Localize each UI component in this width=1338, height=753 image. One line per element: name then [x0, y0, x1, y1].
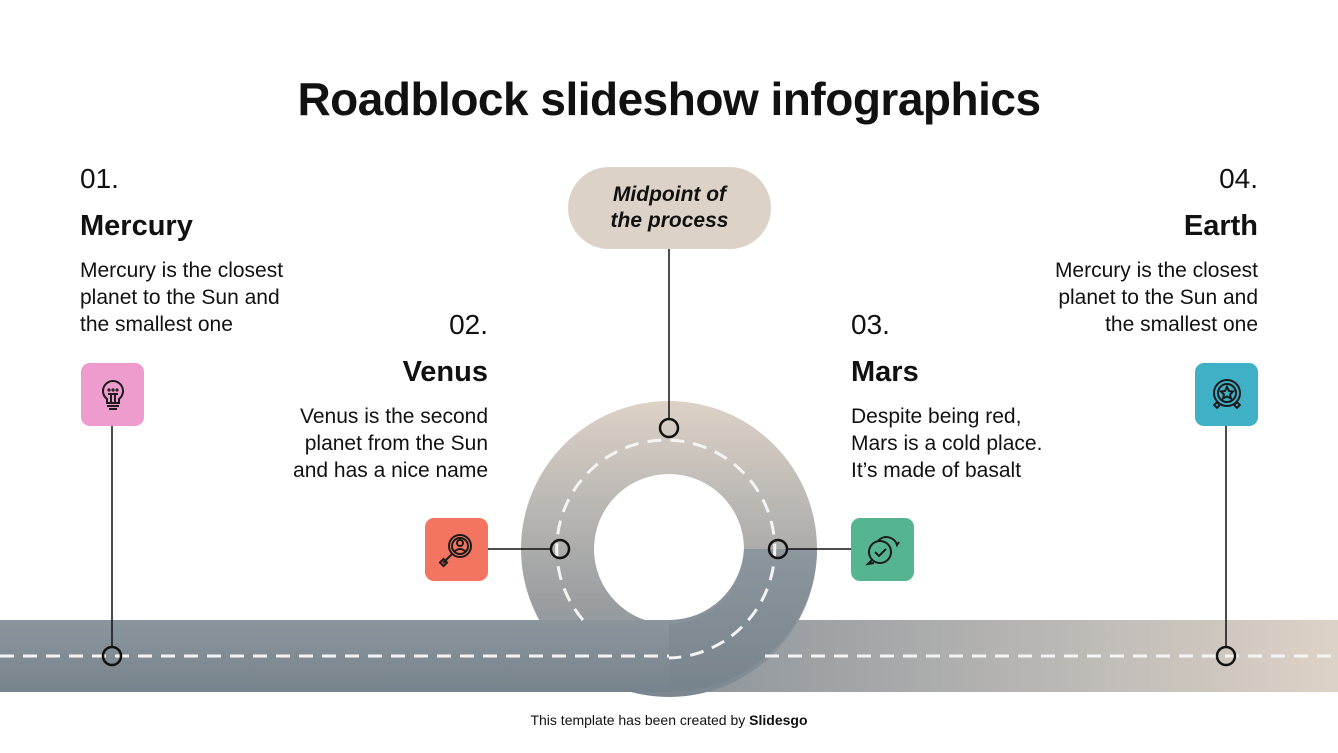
node-02: [549, 538, 571, 560]
search-user-icon: [425, 518, 488, 581]
node-midpoint: [658, 417, 680, 439]
lightbulb-icon: [81, 363, 144, 426]
step-03-name: Mars: [851, 356, 919, 388]
step-03-description: Despite being red,Mars is a cold place.I…: [851, 405, 1043, 482]
step-04-name: Earth: [1183, 210, 1258, 242]
node-03: [767, 538, 789, 560]
step-01-name: Mercury: [80, 210, 193, 242]
chat-check-icon: [851, 518, 914, 581]
badge-star-icon: [1195, 363, 1258, 426]
footer-credit: This template has been created by Slides…: [530, 712, 808, 728]
step-01-number: 01.: [80, 163, 119, 194]
node-04: [1215, 645, 1237, 667]
step-02-name: Venus: [402, 356, 488, 388]
page-title: Roadblock slideshow infographics: [297, 73, 1041, 125]
brand-name: Slidesgo: [749, 712, 808, 728]
step-04-number: 04.: [1219, 163, 1258, 194]
node-01: [101, 645, 123, 667]
step-03-number: 03.: [851, 309, 890, 340]
step-02-number: 02.: [449, 309, 488, 340]
